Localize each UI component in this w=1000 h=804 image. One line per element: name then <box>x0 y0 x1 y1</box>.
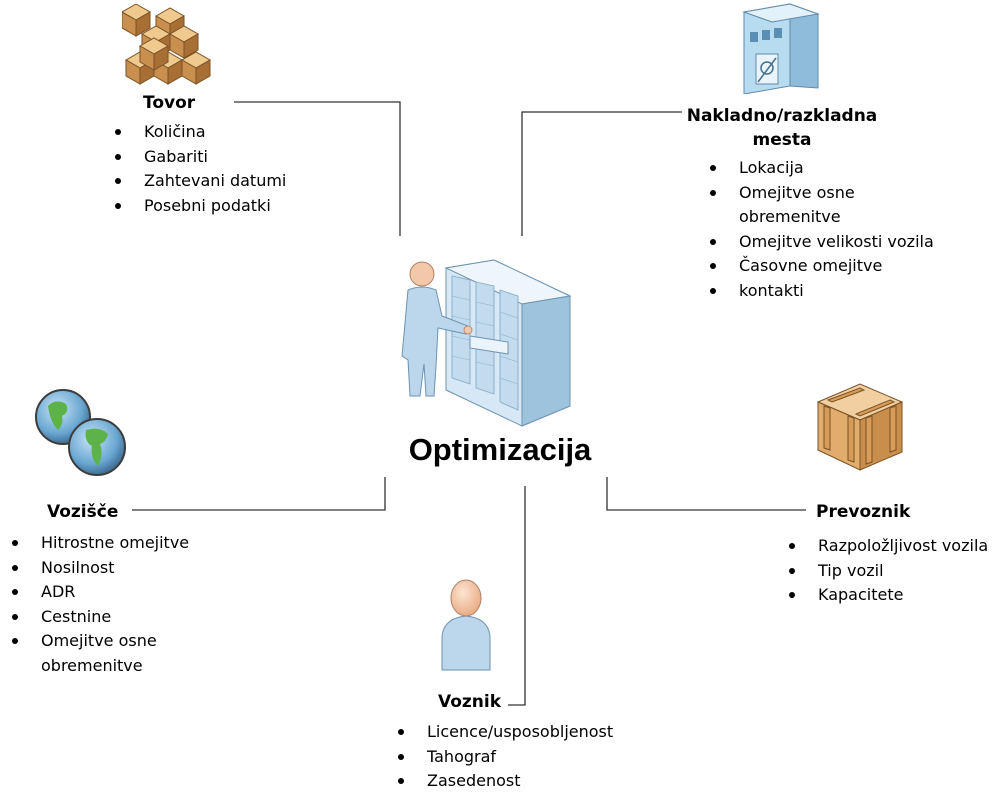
wooden-crate-icon <box>816 383 904 471</box>
vozisce-title: Vozišče <box>47 502 119 522</box>
list-item: Razpoložljivost vozila <box>789 534 988 559</box>
list-item: Hitrostne omejitve <box>12 531 189 556</box>
list-item: Nosilnost <box>12 556 189 581</box>
connector-voznik <box>508 486 526 706</box>
nakladno-title-line1: Nakladno/razkladna <box>686 106 878 126</box>
vozisce-list: Hitrostne omejitve Nosilnost ADR Cestnin… <box>12 531 189 678</box>
prevoznik-title: Prevoznik <box>816 502 911 522</box>
list-item: Licence/usposobljenost <box>398 720 613 745</box>
boxes-stack-icon <box>122 4 211 85</box>
list-item: Omejitve osne <box>710 181 934 206</box>
list-item: obremenitve <box>739 207 841 226</box>
voznik-list: Licence/usposobljenost Tahograf Zasedeno… <box>398 720 613 794</box>
person-icon <box>441 579 491 671</box>
list-item: Kapacitete <box>789 583 988 608</box>
voznik-title: Voznik <box>438 692 502 712</box>
connector-nakladno <box>521 111 682 236</box>
server-rack-with-person-icon <box>401 259 572 427</box>
globes-icon <box>35 389 126 476</box>
tovor-list: Količina Gabariti Zahtevani datumi Poseb… <box>115 120 286 218</box>
list-item: Zahtevani datumi <box>115 169 286 194</box>
list-item: Časovne omejitve <box>710 254 934 279</box>
list-item: Posebni podatki <box>115 194 286 219</box>
nakladno-list: Lokacija Omejitve osne obremenitve Omeji… <box>710 156 934 303</box>
list-item: ADR <box>12 580 189 605</box>
connector-vozisce <box>132 477 386 511</box>
list-item: Omejitve osne <box>12 629 189 654</box>
tovor-title: Tovor <box>143 93 196 113</box>
list-item: Količina <box>115 120 286 145</box>
list-item: Tip vozil <box>789 559 988 584</box>
nakladno-title: Nakladno/razkladna mesta <box>682 104 882 152</box>
list-item: Lokacija <box>710 156 934 181</box>
list-item: Zasedenost <box>398 769 613 794</box>
connector-prevoznik <box>606 477 806 511</box>
list-item: obremenitve <box>41 655 143 675</box>
list-item: kontakti <box>710 279 934 304</box>
nakladno-title-line2: mesta <box>752 130 812 150</box>
prevoznik-list: Razpoložljivost vozila Tip vozil Kapacit… <box>789 534 988 608</box>
list-item: Gabariti <box>115 145 286 170</box>
warehouse-building-icon <box>742 3 820 94</box>
list-item: Tahograf <box>398 745 613 770</box>
list-item: Cestnine <box>12 605 189 630</box>
list-item: Omejitve velikosti vozila <box>710 230 934 255</box>
center-title: Optimizacija <box>408 432 592 467</box>
connector-tovor <box>234 101 401 236</box>
